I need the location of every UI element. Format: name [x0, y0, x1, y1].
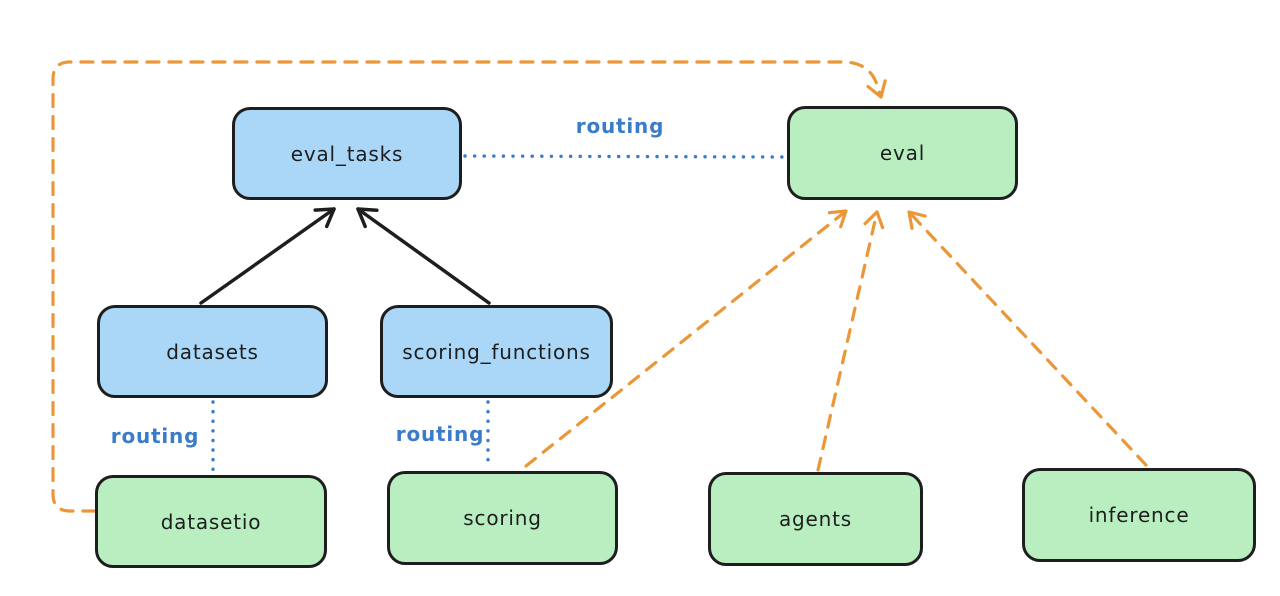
node-eval: eval — [787, 106, 1018, 200]
node-scoring: scoring — [387, 471, 618, 565]
node-inference-label: inference — [1088, 503, 1190, 527]
edge-scoring-to-eval — [524, 209, 848, 468]
edge-inference-to-eval — [907, 210, 1148, 467]
edge-label-routing-eval-tasks-eval: routing — [575, 114, 665, 138]
edge-label-routing-scoring-functions-scoring: routing — [395, 422, 485, 446]
node-eval-tasks: eval_tasks — [232, 107, 462, 200]
node-datasets-label: datasets — [166, 339, 259, 364]
node-datasets: datasets — [97, 305, 328, 398]
node-agents: agents — [708, 472, 923, 566]
node-datasetio-label: datasetio — [160, 509, 262, 534]
edge-label-routing-datasets-datasetio: routing — [110, 424, 200, 448]
node-datasetio: datasetio — [95, 475, 327, 568]
edge-scoring-functions-to-eval-tasks — [356, 207, 491, 305]
node-scoring-functions-label: scoring_functions — [402, 339, 591, 364]
node-agents-label: agents — [779, 507, 852, 531]
node-eval-tasks-label: eval_tasks — [290, 141, 404, 166]
node-eval-label: eval — [879, 141, 926, 165]
node-inference: inference — [1022, 468, 1256, 562]
node-scoring-functions: scoring_functions — [380, 305, 613, 398]
edge-datasets-to-eval-tasks — [199, 207, 336, 305]
edge-agents-to-eval — [816, 210, 885, 472]
edge-eval-tasks-to-eval-routing — [463, 154, 787, 159]
node-scoring-label: scoring — [463, 506, 542, 530]
